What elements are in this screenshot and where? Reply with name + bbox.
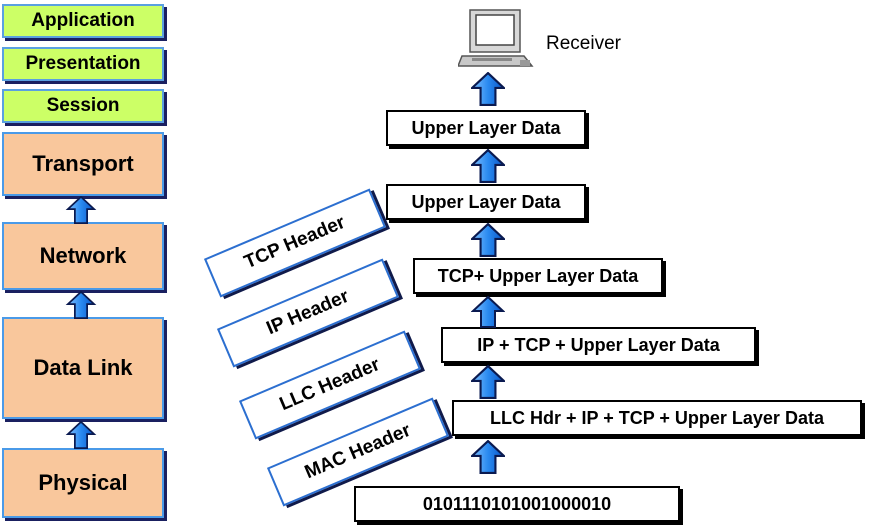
layer-transport-label: Transport: [32, 151, 134, 176]
mac-data-label: LLC Hdr + IP + TCP + Upper Layer Data: [490, 407, 824, 428]
llc-header-label: LLC Header: [276, 354, 383, 416]
bits-box: 0101110101001000010: [354, 486, 680, 522]
layer-presentation: Presentation: [2, 47, 164, 81]
network-data-label: TCP+ Upper Layer Data: [437, 265, 639, 286]
receiver-label: Receiver: [546, 33, 621, 54]
layer-physical-label: Physical: [38, 470, 128, 495]
arrow-transport-to-application: [471, 149, 505, 183]
arrow-to-receiver: [471, 72, 505, 106]
layer-session: Session: [2, 89, 164, 123]
layer-data-link-label: Data Link: [33, 355, 133, 380]
computer-icon: [458, 9, 534, 67]
network-data-box: TCP+ Upper Layer Data: [413, 258, 663, 294]
layer-physical: Physical: [2, 448, 164, 518]
arrow-mac-to-llc-data: [471, 365, 505, 399]
ip-header-label: IP Header: [263, 285, 353, 340]
arrow-bits-to-mac-data: [471, 440, 505, 474]
arrow-physical-to-datalink: [66, 421, 96, 449]
llc-data-box: IP + TCP + Upper Layer Data: [441, 327, 756, 363]
bits-label: 0101110101001000010: [422, 493, 612, 514]
application-data-label: Upper Layer Data: [411, 117, 561, 138]
tcp-header-label: TCP Header: [241, 211, 349, 274]
layer-network: Network: [2, 222, 164, 290]
layer-data-link: Data Link: [2, 317, 164, 419]
arrow-llc-to-network-data: [471, 296, 505, 328]
layer-presentation-label: Presentation: [25, 53, 141, 74]
transport-data-box: Upper Layer Data: [386, 184, 586, 220]
application-data-box: Upper Layer Data: [386, 110, 586, 146]
llc-data-label: IP + TCP + Upper Layer Data: [477, 334, 720, 355]
arrow-network-to-transport: [66, 196, 96, 224]
layer-session-label: Session: [46, 95, 120, 116]
transport-data-label: Upper Layer Data: [411, 191, 561, 212]
layer-application: Application: [2, 4, 164, 38]
layer-application-label: Application: [31, 10, 135, 31]
layer-transport: Transport: [2, 132, 164, 196]
layer-network-label: Network: [39, 243, 127, 268]
mac-header-label: MAC Header: [301, 419, 414, 484]
arrow-network-to-transport-data: [471, 223, 505, 257]
mac-data-box: LLC Hdr + IP + TCP + Upper Layer Data: [452, 400, 862, 436]
arrow-datalink-to-network: [66, 291, 96, 319]
